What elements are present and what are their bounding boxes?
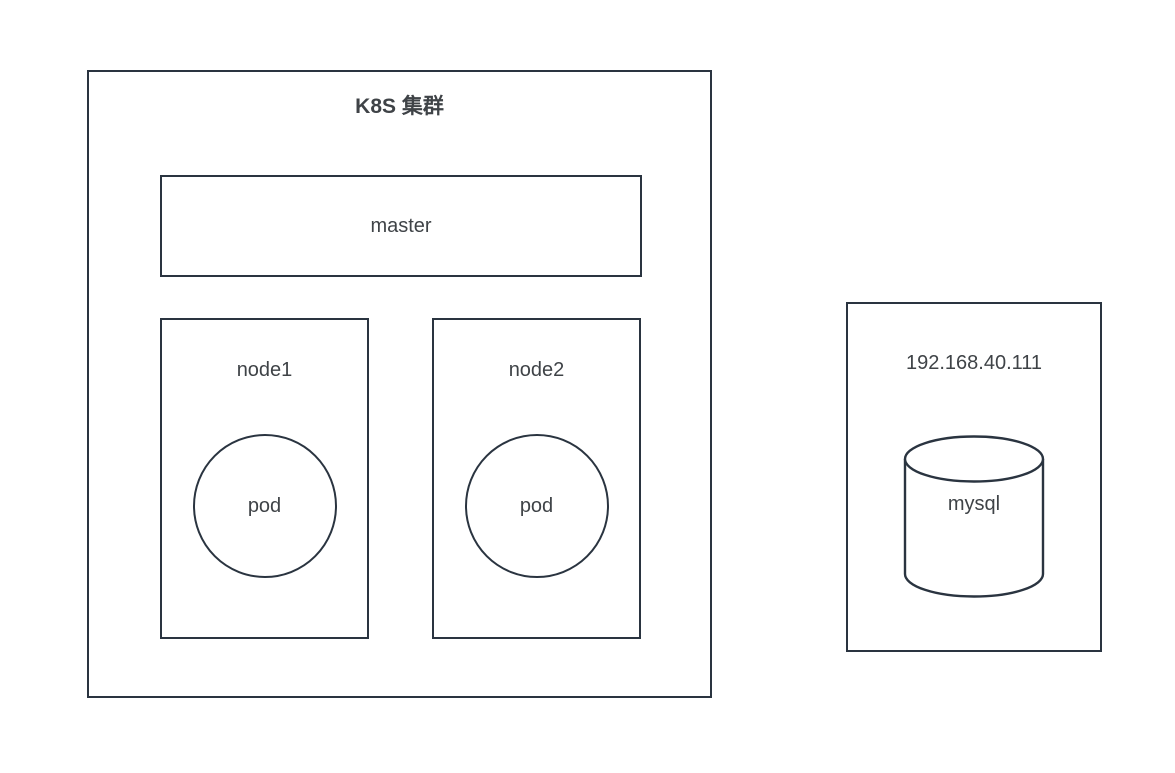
mysql-host-box: 192.168.40.111 mysql xyxy=(846,302,1102,652)
host-ip-label: 192.168.40.111 xyxy=(905,352,1043,374)
master-box: master xyxy=(160,175,642,277)
node2-box: node2 pod xyxy=(432,318,641,639)
k8s-cluster-title: K8S 集群 xyxy=(355,95,444,118)
node1-pod-circle: pod xyxy=(192,434,337,578)
node1-box: node1 pod xyxy=(160,318,369,639)
k8s-cluster-box: K8S 集群 master node1 pod node2 pod xyxy=(87,70,712,698)
node2-pod-label: pod xyxy=(519,494,554,517)
node1-label: node1 xyxy=(236,359,293,381)
mysql-label: mysql xyxy=(947,493,1001,515)
node2-pod-circle: pod xyxy=(464,434,609,578)
database-cylinder-icon: mysql xyxy=(903,435,1045,598)
node1-pod-label: pod xyxy=(247,494,282,517)
master-label: master xyxy=(370,214,432,237)
node2-label: node2 xyxy=(508,359,565,381)
